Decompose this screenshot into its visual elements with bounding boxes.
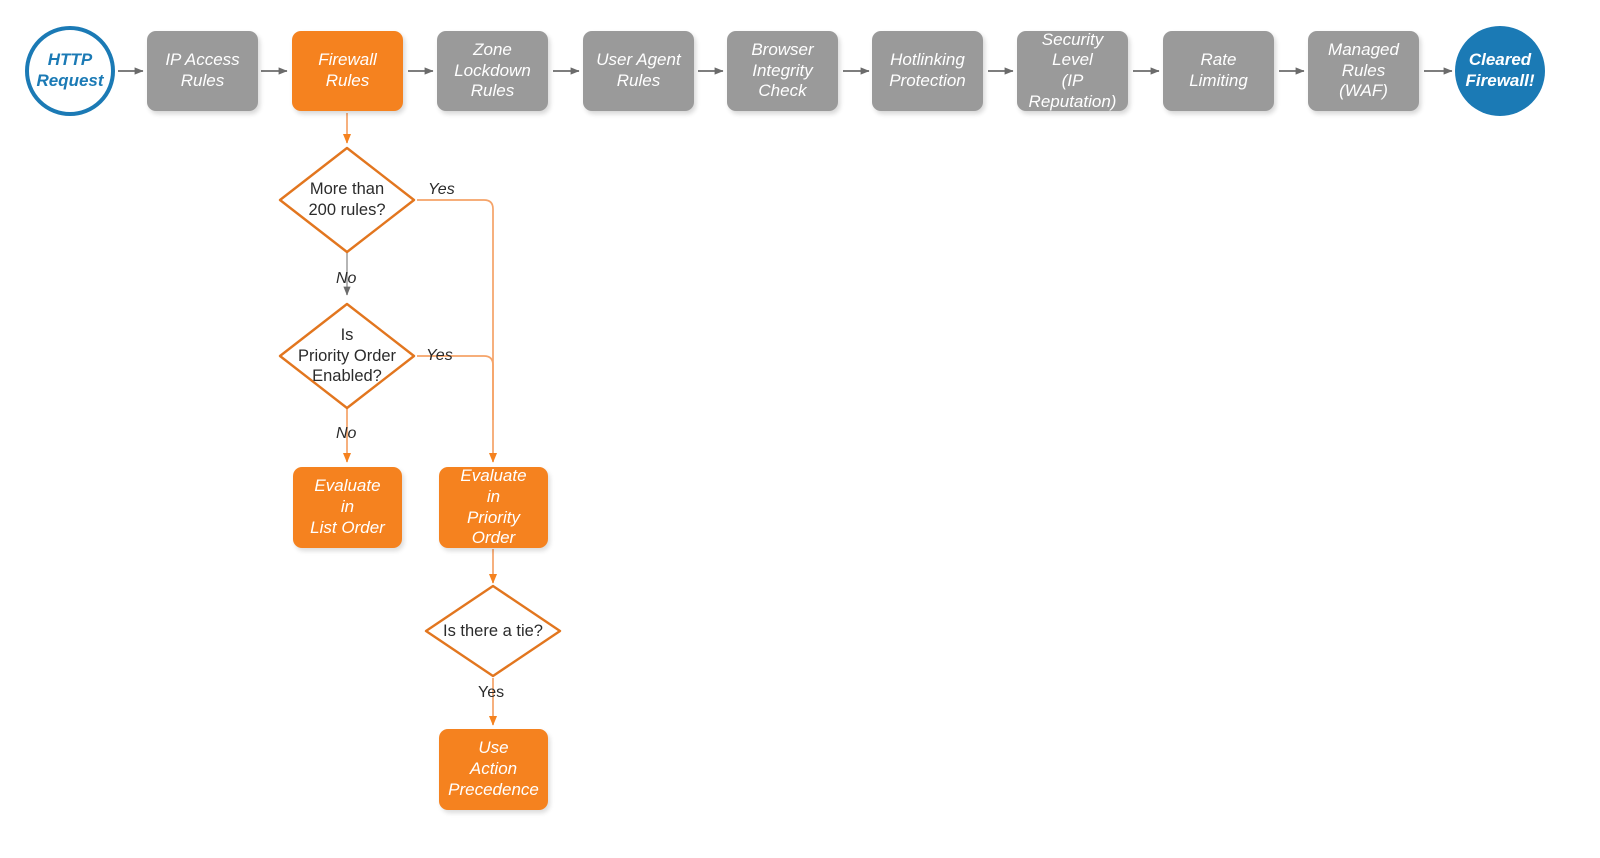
end-node-label: Cleared Firewall! (1465, 50, 1535, 90)
pipeline-step-label: Security Level (IP Reputation) (1028, 29, 1117, 111)
pipeline-step-security-level[interactable]: Security Level (IP Reputation) (1017, 29, 1128, 111)
pipeline-step-label: Rate Limiting (1189, 50, 1248, 90)
pipeline-step-browser-integrity-check[interactable]: Browser Integrity Check (727, 31, 838, 111)
diamond-shape (278, 302, 416, 410)
outcome-label: Evaluate in Priority Order (460, 466, 527, 548)
diamond-shape (424, 584, 562, 678)
decision-label: Is there a tie? (443, 621, 543, 640)
decision-label: Is Priority Order Enabled? (297, 326, 397, 386)
decision-label: More than 200 rules? (308, 180, 386, 219)
pipeline-step-label: Managed Rules (WAF) (1328, 39, 1399, 101)
pipeline-step-hotlinking-protection[interactable]: Hotlinking Protection (872, 31, 983, 111)
pipeline-step-label: Browser Integrity Check (751, 39, 814, 101)
diamond-shape (278, 146, 416, 254)
pipeline-step-label: User Agent Rules (596, 50, 681, 90)
end-node-cleared-firewall[interactable]: Cleared Firewall! (1455, 26, 1545, 116)
edge-label-no-priority-order: No (336, 425, 357, 442)
pipeline-step-user-agent-rules[interactable]: User Agent Rules (583, 31, 694, 111)
decision-is-priority-order-enabled[interactable]: Is Priority Order Enabled? (277, 301, 417, 411)
pipeline-step-rate-limiting[interactable]: Rate Limiting (1163, 31, 1274, 111)
outcome-evaluate-in-priority-order[interactable]: Evaluate in Priority Order (439, 466, 548, 548)
outcome-evaluate-in-list-order[interactable]: Evaluate in List Order (293, 467, 402, 548)
pipeline-step-label: IP Access Rules (165, 50, 240, 90)
pipeline-step-firewall-rules[interactable]: Firewall Rules (292, 31, 403, 111)
outcome-use-action-precedence[interactable]: Use Action Precedence (439, 729, 548, 810)
start-node-http-request[interactable]: HTTP Request (25, 26, 115, 116)
outcome-label: Evaluate in List Order (310, 476, 385, 537)
pipeline-step-label: Hotlinking Protection (889, 50, 966, 90)
outcome-label: Use Action Precedence (448, 738, 539, 799)
pipeline-step-label: Firewall Rules (318, 50, 377, 90)
pipeline-step-ip-access-rules[interactable]: IP Access Rules (147, 31, 258, 111)
decision-is-there-a-tie[interactable]: Is there a tie? (423, 583, 563, 679)
edge-label-yes-tie: Yes (478, 684, 505, 701)
edge-label-yes-rule-count: Yes (428, 181, 455, 198)
pipeline-step-label: Zone Lockdown Rules (454, 39, 531, 101)
decision-more-than-200-rules[interactable]: More than 200 rules? (277, 145, 417, 255)
pipeline-step-managed-rules-waf[interactable]: Managed Rules (WAF) (1308, 31, 1419, 111)
edge-label-no-rule-count: No (336, 270, 357, 287)
edge-label-yes-priority-order: Yes (426, 347, 453, 364)
start-node-label: HTTP Request (36, 50, 104, 90)
pipeline-step-zone-lockdown-rules[interactable]: Zone Lockdown Rules (437, 31, 548, 111)
